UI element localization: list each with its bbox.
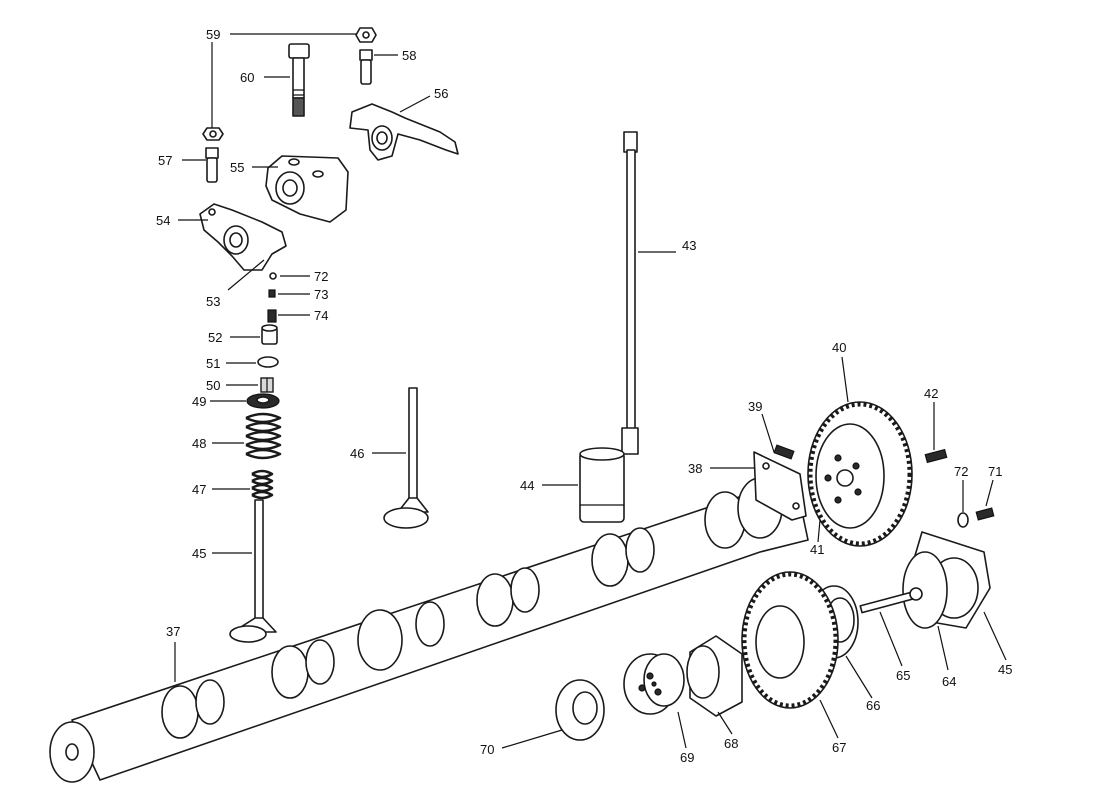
thrust-washer-70 [555,679,605,741]
spring-retainer-49 [246,393,280,409]
spring-74 [267,309,277,323]
callout-37: 37 [166,624,180,639]
leader-lines [174,33,1007,749]
callout-68: 68 [724,736,738,751]
callout-56: 56 [434,86,448,101]
callout-54: 54 [156,213,170,228]
outer-spring-48 [245,412,282,460]
cap-52 [261,324,278,345]
callout-39: 39 [748,399,762,414]
callout-41: 41 [810,542,824,557]
callout-72-small: 72 [314,269,328,284]
callout-66: 66 [866,698,880,713]
push-rod-43 [621,131,639,455]
adjusting-screw-58 [359,49,373,85]
callout-58: 58 [402,48,416,63]
gasket-64 [902,551,948,629]
callout-59-top: 59 [206,27,220,42]
callout-73: 73 [314,287,328,302]
callout-67: 67 [832,740,846,755]
valve-45 [229,499,277,643]
callout-69: 69 [680,750,694,765]
callout-51: 51 [206,356,220,371]
rocker-arm-54 [199,203,287,271]
callout-50: 50 [206,378,220,393]
callout-43: 43 [682,238,696,253]
callout-46: 46 [350,446,364,461]
callout-74: 74 [314,308,328,323]
rocker-arm-56 [349,103,459,161]
washer-72 [957,512,969,528]
callout-48: 48 [192,436,206,451]
bolt-42 [924,448,948,464]
screw-71 [975,507,995,521]
stud-65 [859,587,923,614]
bolt-60 [288,43,310,117]
thrust-plate-38 [753,451,807,521]
camshaft-37 [49,477,809,783]
callout-53: 53 [206,294,220,309]
nut-59-top [355,27,377,43]
callout-38: 38 [688,461,702,476]
half-cone-51 [257,356,279,368]
callout-70: 70 [480,742,494,757]
callout-60: 60 [240,70,254,85]
bolt-39 [773,444,795,460]
callout-45-valve: 45 [192,546,206,561]
callout-labels: 59 58 60 56 57 55 54 53 72 73 74 52 51 5… [156,27,1012,765]
oring-72-small [269,272,277,280]
shaft-69 [623,653,685,715]
callout-45-cover: 45 [998,662,1012,677]
callout-49: 49 [192,394,206,409]
plug-73 [268,289,276,298]
bushing-68 [686,635,743,717]
rocker-support-55 [265,155,349,223]
callout-55: 55 [230,160,244,175]
idler-gear-67 [741,571,839,709]
callout-64: 64 [942,674,956,689]
callout-57: 57 [158,153,172,168]
keepers-50 [260,377,274,393]
callout-72-washer: 72 [954,464,968,479]
callout-47: 47 [192,482,206,497]
inner-spring-47 [251,469,274,500]
callout-40: 40 [832,340,846,355]
valve-46 [383,387,429,529]
callout-42: 42 [924,386,938,401]
tappet-44 [579,447,625,523]
nut-59-small [202,127,224,141]
callout-44: 44 [520,478,534,493]
camshaft-gear-40 [807,401,913,547]
callout-65: 65 [896,668,910,683]
callout-71: 71 [988,464,1002,479]
callout-52: 52 [208,330,222,345]
adjusting-screw-57 [205,147,219,183]
